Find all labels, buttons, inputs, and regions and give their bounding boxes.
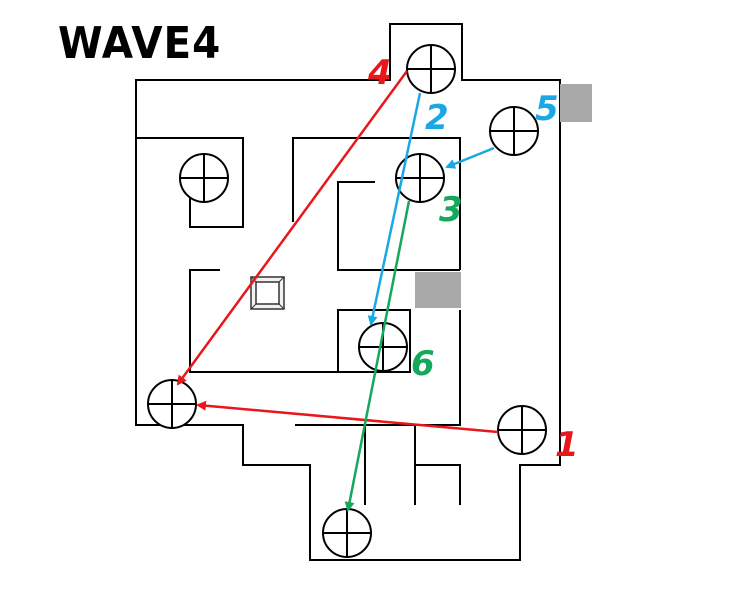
label-6: 6 [411,344,435,384]
arrow-green-3-to-bottom [344,200,411,512]
outer-wall [135,23,561,561]
spawn-icon-center-bottom [358,322,408,372]
gray-block-top-right [560,84,592,122]
square-crate-icon [250,276,285,310]
label-5: 5 [535,89,559,129]
label-4: 4 [367,53,392,93]
label-2: 2 [425,98,449,138]
bottom-dividers [364,425,461,505]
spawn-icon-bottom [322,508,372,558]
gray-block-center [415,272,461,308]
arrow-red-1-to-left [196,400,499,434]
spawn-icon-left [147,379,197,429]
label-1: 1 [555,425,579,465]
arrow-red-4-to-left [176,70,409,386]
spawn-icon-right-top [489,106,539,156]
spawn-icon-top [406,44,456,94]
spawn-icon-right-bottom [497,405,547,455]
label-3: 3 [439,190,463,230]
spawn-icon-top-left-room [179,153,229,203]
wave-title: WAVE4 [58,18,222,69]
room-lower-left-wall [189,269,411,373]
arrow-blue-2-to-center [367,92,422,326]
arrow-blue-5-to-center [445,146,495,169]
room-center-right-wall [292,137,461,270]
spawn-icon-center-top [395,153,445,203]
inner-box-wall [337,181,460,271]
right-inner-wall [295,310,461,426]
room-top-left-wall [136,137,244,228]
